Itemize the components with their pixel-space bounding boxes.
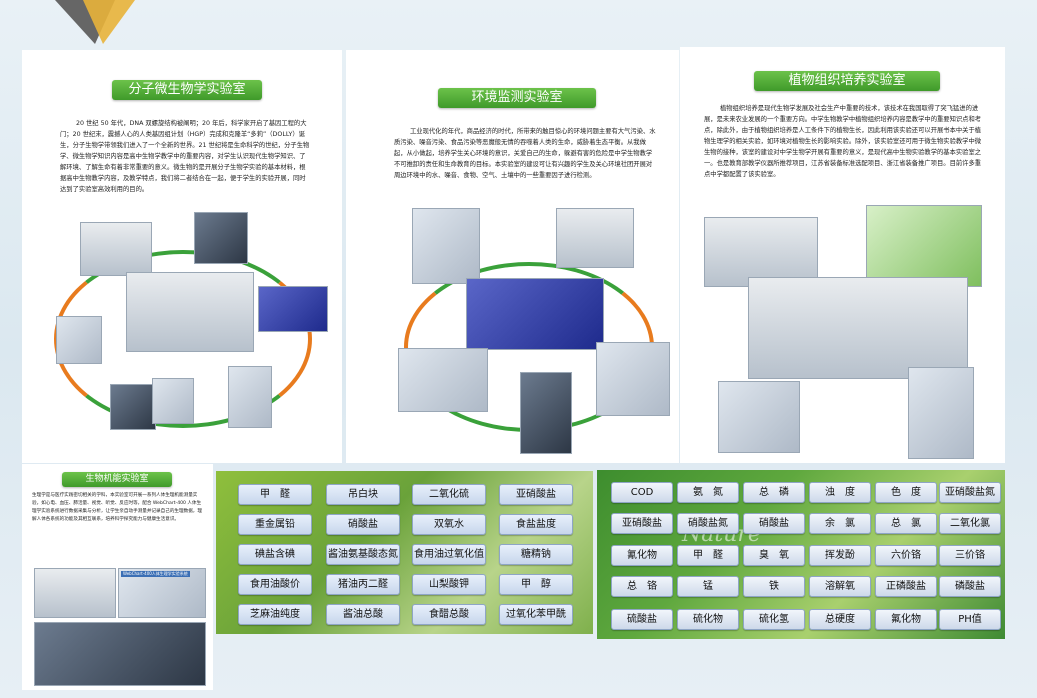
food-test-item: 食盐盐度 — [499, 514, 573, 535]
water-test-item: 挥发酚 — [809, 545, 871, 566]
ecg-measurement-photo — [34, 622, 206, 686]
water-test-item: 亚硝酸盐氮 — [939, 482, 1001, 503]
water-test-item: 臭 氧 — [743, 545, 805, 566]
food-test-item: 食用油酸价 — [238, 574, 312, 595]
pcr-instrument-photo — [194, 212, 248, 264]
sound-level-meter-photo — [520, 372, 572, 454]
water-test-item: 浊 度 — [809, 482, 871, 503]
food-test-item: 亚硝酸盐 — [499, 484, 573, 505]
water-test-item: 总 磷 — [743, 482, 805, 503]
food-test-item: 过氧化苯甲酰 — [499, 604, 573, 625]
water-test-item: 硝酸盐氮 — [677, 513, 739, 534]
water-test-item: 总硬度 — [809, 609, 871, 630]
electrophoresis-photo — [258, 286, 328, 332]
water-test-item: PH值 — [939, 609, 1001, 630]
water-test-item: 三价铬 — [939, 545, 1001, 566]
panel-molecular-microbiology-lab: 分子微生物学实验室 20 世纪 50 年代，DNA 双螺旋结构被阐明；20 年后… — [22, 50, 342, 463]
equipment-photo — [80, 222, 152, 276]
water-test-item: 氨 氮 — [677, 482, 739, 503]
food-test-item: 重金属铅 — [238, 514, 312, 535]
food-test-item: 食用油过氧化值 — [412, 544, 486, 565]
centrifuge-photo — [110, 384, 156, 430]
water-test-item: 硝酸盐 — [743, 513, 805, 534]
lab-layout-photo — [466, 278, 604, 350]
panel-body-text: 生理学是与医疗实践密切相关的学科，本实验室可开展一系列人体生理机能测量实验，如心… — [32, 493, 202, 522]
water-test-item: 余 氯 — [809, 513, 871, 534]
water-test-item: 六价铬 — [875, 545, 937, 566]
water-test-item: 锰 — [677, 576, 739, 597]
water-test-item: 正磷酸盐 — [875, 576, 937, 597]
water-test-item: 氟化物 — [875, 609, 937, 630]
tissue-culture-flask-photo — [866, 205, 982, 287]
culture-shelf-photo — [704, 217, 818, 287]
food-test-item: 二氧化硫 — [412, 484, 486, 505]
water-test-item: 亚硝酸盐 — [611, 513, 673, 534]
water-purifier-photo — [228, 366, 272, 428]
panel-body-text: 工业现代化的年代，商品经济的时代，所带来的触目惊心的环境问题主要有大气污染、水质… — [394, 128, 656, 179]
water-test-item: 总 铬 — [611, 576, 673, 597]
water-test-item: 二氧化氯 — [939, 513, 1001, 534]
water-test-item: 磷酸盐 — [939, 576, 1001, 597]
food-test-item: 甲 醇 — [499, 574, 573, 595]
panel-physiology-lab: 生物机能实验室 生理学是与医疗实践密切相关的学科，本实验室可开展一系列人体生理机… — [22, 464, 213, 690]
water-test-item: 溶解氧 — [809, 576, 871, 597]
water-test-item: 硫化氢 — [743, 609, 805, 630]
water-test-item: 硫酸盐 — [611, 609, 673, 630]
food-test-item: 酱油氨基酸态氮 — [326, 544, 400, 565]
clean-bench-photo — [718, 381, 800, 453]
water-test-item: COD — [611, 482, 673, 503]
panel-body-text: 植物组织培养是现代生物学发展及社会生产中重要的技术，该技术在我国取得了突飞猛进的… — [704, 105, 982, 178]
food-test-item: 食醋总酸 — [412, 604, 486, 625]
chromatograph-photo — [556, 208, 634, 268]
food-test-item: 山梨酸钾 — [412, 574, 486, 595]
screen-caption: WebChart-400人体生理学实验系统 — [121, 571, 190, 577]
panel-title: 环境监测实验室 — [438, 88, 596, 108]
brand-logo — [55, 0, 135, 44]
food-test-item: 硝酸盐 — [326, 514, 400, 535]
food-test-item: 猪油丙二醛 — [326, 574, 400, 595]
lab-layout-photo — [748, 277, 968, 379]
panel-title: 生物机能实验室 — [62, 472, 172, 487]
panel-environment-monitoring-lab: 环境监测实验室 工业现代化的年代，商品经济的时代，所带来的触目惊心的环境问题主要… — [346, 50, 679, 463]
panel-title: 植物组织培养实验室 — [754, 71, 940, 91]
growth-chamber-photo — [908, 367, 974, 459]
students-experiment-photo: WebChart-400人体生理学实验系统 — [118, 568, 206, 618]
panel-plant-tissue-culture-lab: 植物组织培养实验室 植物组织培养是现代生物学发展及社会生产中重要的技术，该技术在… — [680, 47, 1005, 463]
panel-title: 分子微生物学实验室 — [112, 80, 262, 100]
incubator-photo — [56, 316, 102, 364]
panel-body-text: 20 世纪 50 年代，DNA 双螺旋结构被阐明；20 年后，科学家开启了基因工… — [60, 120, 310, 193]
analyzer-photo — [398, 348, 488, 412]
food-test-item: 糖精钠 — [499, 544, 573, 565]
sampling-tools-photo — [412, 208, 480, 284]
balance-photo — [152, 378, 194, 424]
water-test-item: 硫化物 — [677, 609, 739, 630]
water-test-item: 甲 醛 — [677, 545, 739, 566]
spectrophotometer-photo — [596, 342, 670, 416]
water-test-item: 色 度 — [875, 482, 937, 503]
water-test-item: 铁 — [743, 576, 805, 597]
lab-layout-photo — [126, 272, 254, 352]
water-test-item: 氰化物 — [611, 545, 673, 566]
water-test-item: 总 氯 — [875, 513, 937, 534]
panel-food-test-items: 甲 醛吊白块二氧化硫亚硝酸盐重金属铅硝酸盐双氧水食盐盐度碘盐含碘酱油氨基酸态氮食… — [216, 471, 593, 634]
food-test-item: 酱油总酸 — [326, 604, 400, 625]
food-test-item: 碘盐含碘 — [238, 544, 312, 565]
food-test-item: 双氧水 — [412, 514, 486, 535]
lab-room-photo — [34, 568, 116, 618]
food-test-item: 芝麻油纯度 — [238, 604, 312, 625]
food-test-item: 吊白块 — [326, 484, 400, 505]
food-test-item: 甲 醛 — [238, 484, 312, 505]
